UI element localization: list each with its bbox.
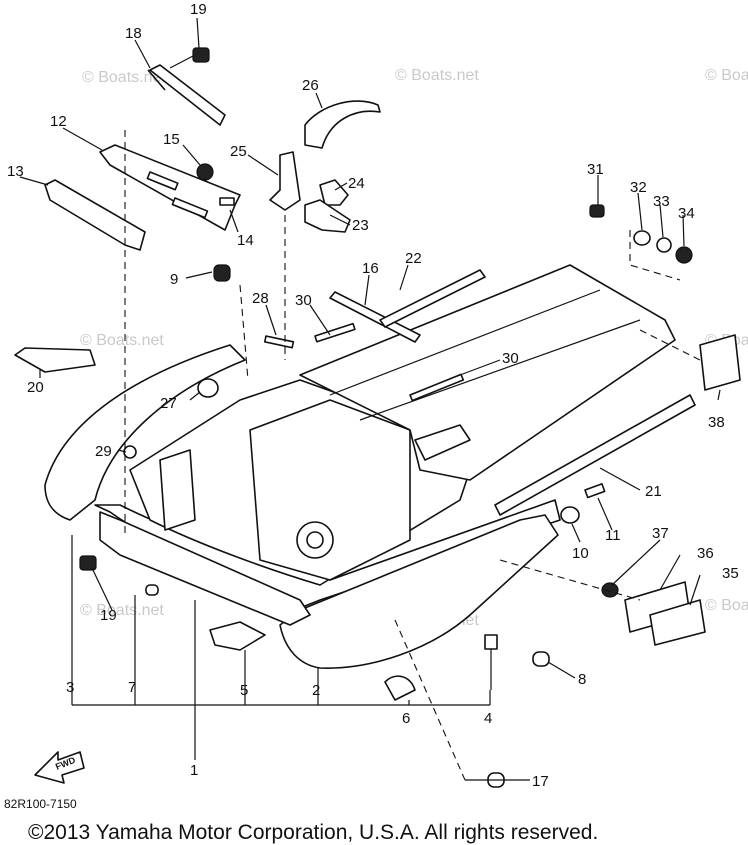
callout-34: 34 xyxy=(678,205,695,222)
callout-26: 26 xyxy=(302,77,319,94)
watermark: © Boats.net xyxy=(705,597,748,614)
callout-30b: 30 xyxy=(502,350,519,367)
copyright-notice: ©2013 Yamaha Motor Corporation, U.S.A. A… xyxy=(28,821,598,844)
pad-30 xyxy=(314,322,356,343)
callout-28: 28 xyxy=(252,290,269,307)
callout-13: 13 xyxy=(7,163,24,180)
callout-6: 6 xyxy=(402,710,410,727)
tunnel-structure xyxy=(249,399,411,581)
reflector-35 xyxy=(649,599,706,646)
clamp-6 xyxy=(384,675,416,701)
grommet-8 xyxy=(532,651,550,667)
callout-35: 35 xyxy=(722,565,739,582)
rubber-mat xyxy=(494,394,696,516)
pad-30b xyxy=(409,373,465,402)
forward-arrow-icon xyxy=(34,751,85,784)
nut-34 xyxy=(675,246,693,264)
callout-14: 14 xyxy=(237,232,254,249)
block-23 xyxy=(304,199,351,233)
pad-28 xyxy=(263,335,295,349)
callout-36: 36 xyxy=(697,545,714,562)
watermark: © Boats.net xyxy=(80,332,164,349)
callout-27: 27 xyxy=(160,395,177,412)
callout-1: 1 xyxy=(190,762,198,779)
cap-10 xyxy=(560,506,580,524)
callout-37: 37 xyxy=(652,525,669,542)
plug-7 xyxy=(145,584,159,596)
watermark: © Boats.net xyxy=(82,69,166,86)
callout-30: 30 xyxy=(295,292,312,309)
callout-4: 4 xyxy=(484,710,492,727)
bolt-head-19 xyxy=(192,47,210,63)
bar-16 xyxy=(329,291,421,343)
watermark: © Boats.net xyxy=(80,602,164,619)
callout-8: 8 xyxy=(578,671,586,688)
watermark: © Boats.net xyxy=(395,67,479,84)
strip-22 xyxy=(379,269,486,328)
pivot-hole xyxy=(306,531,324,549)
screw-4 xyxy=(484,634,498,650)
nut-15 xyxy=(196,163,214,181)
callout-15: 15 xyxy=(163,131,180,148)
reflector-38 xyxy=(699,334,741,391)
pad-14 xyxy=(219,197,235,206)
callout-19: 19 xyxy=(190,1,207,18)
side-panel-left xyxy=(44,344,246,521)
callout-32: 32 xyxy=(630,179,647,196)
callout-10: 10 xyxy=(572,545,589,562)
block-24 xyxy=(319,179,349,206)
callout-16: 16 xyxy=(362,260,379,277)
callout-3: 3 xyxy=(66,679,74,696)
callout-7: 7 xyxy=(128,679,136,696)
callout-11: 11 xyxy=(605,527,621,544)
grab-rail-13 xyxy=(44,179,146,251)
callout-33: 33 xyxy=(653,193,670,210)
callout-2: 2 xyxy=(312,682,320,699)
callout-18: 18 xyxy=(125,25,142,42)
callout-17: 17 xyxy=(532,773,549,790)
watermark: © Boats.net xyxy=(705,67,748,84)
washer-32 xyxy=(633,230,651,246)
washer-33 xyxy=(656,237,672,253)
callout-29: 29 xyxy=(95,443,112,460)
bracket-25 xyxy=(269,151,301,211)
rear-cover xyxy=(279,514,559,669)
callout-9: 9 xyxy=(170,271,178,288)
grommet-27 xyxy=(197,378,219,398)
bolt-19b xyxy=(79,555,97,571)
bolt-11 xyxy=(584,483,606,499)
callout-5: 5 xyxy=(240,682,248,699)
front-bulkhead xyxy=(159,449,196,531)
front-bumper xyxy=(99,511,311,626)
callout-25: 25 xyxy=(230,143,247,160)
callout-22: 22 xyxy=(405,250,422,267)
bolt-31 xyxy=(589,204,605,218)
callout-24: 24 xyxy=(348,175,365,192)
rear-step xyxy=(414,424,471,461)
handle-26 xyxy=(304,100,381,149)
nut-37 xyxy=(601,582,619,598)
drawing-code: 82R100-7150 xyxy=(4,797,77,811)
callout-19b: 19 xyxy=(100,607,117,624)
callout-21: 21 xyxy=(645,483,662,500)
callout-38: 38 xyxy=(708,414,725,431)
guard-5 xyxy=(209,621,266,651)
callout-23: 23 xyxy=(352,217,369,234)
callout-12: 12 xyxy=(50,113,67,130)
cover-20 xyxy=(14,347,96,373)
callout-31: 31 xyxy=(587,161,604,178)
nut-9 xyxy=(213,264,231,282)
callout-20: 20 xyxy=(27,379,44,396)
seat-base xyxy=(299,264,676,481)
bracket-18 xyxy=(147,64,226,126)
